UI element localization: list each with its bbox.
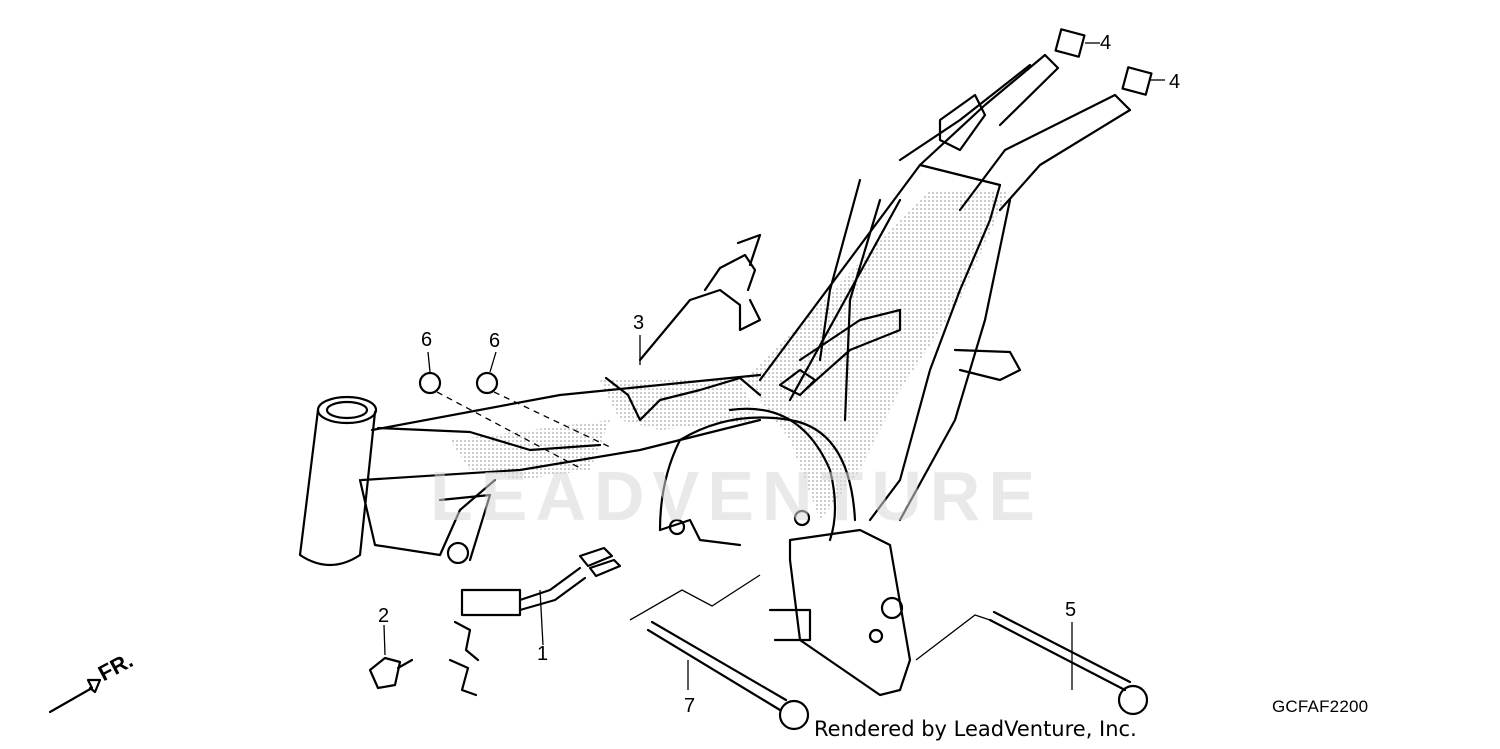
- callout-7: 7: [684, 695, 696, 717]
- callout-5: 5: [1065, 599, 1077, 621]
- watermark: LEADVENTURE: [430, 457, 1044, 535]
- callout-4-b: 4: [1169, 71, 1181, 93]
- frame-linework: [48, 28, 1153, 731]
- render-credit: Rendered by LeadVenture, Inc.: [814, 717, 1137, 741]
- callout-4-a: 4: [1100, 32, 1112, 54]
- callout-3: 3: [633, 312, 645, 334]
- callout-1: 1: [537, 643, 549, 665]
- callout-6-a: 6: [421, 329, 433, 351]
- leader-lines: [383, 42, 1165, 690]
- callout-6-b: 6: [489, 330, 501, 352]
- diagram-code: GCFAF2200: [1272, 697, 1369, 716]
- callout-2: 2: [378, 605, 390, 627]
